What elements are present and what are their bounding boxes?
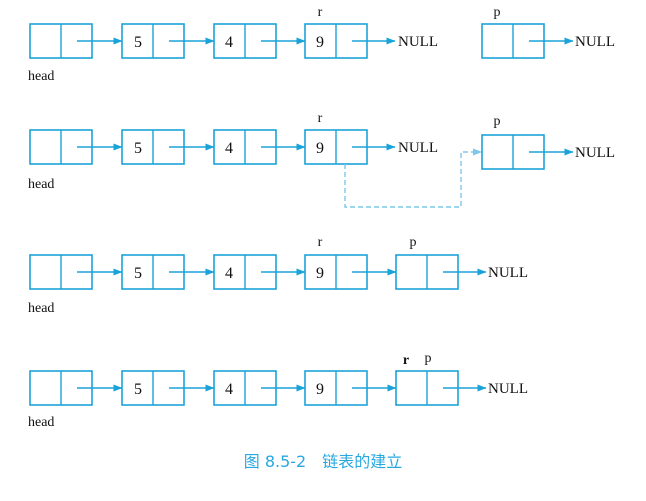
node-value: 9 [316,140,324,157]
node-value: 9 [316,265,324,282]
node-9: 9 [304,370,368,406]
node-value: 4 [225,34,233,51]
head-label: head [28,301,54,316]
node-4: 4 [213,370,277,406]
pointer-label-p: p [410,235,417,250]
null-label: NULL [575,34,615,50]
null-label: NULL [398,34,438,50]
pointer-label-r: r [403,353,409,368]
null-label: NULL [488,265,528,281]
dashed-arrowhead [473,148,482,156]
node-value: 5 [134,34,142,51]
null-label: NULL [575,145,615,161]
figure-caption: 图 8.5-2 链表的建立 [244,452,403,471]
node-5: 5 [121,129,185,165]
pointer-label-p: p [494,114,501,129]
head-label: head [28,69,54,84]
node-value: 5 [134,140,142,157]
pointer-label-p: p [425,351,432,366]
node-value: 9 [316,381,324,398]
node-value: 4 [225,140,233,157]
row-3: head 5 4 9 r p NULL [28,235,528,316]
pointer-label-p: p [494,5,501,20]
row-2: head 5 4 9 r NULL p NULL [28,111,615,208]
node-value: 4 [225,265,233,282]
head-label: head [28,177,54,192]
node-value: 9 [316,34,324,51]
pointer-label-r: r [318,5,323,20]
null-label: NULL [398,140,438,156]
node-value: 5 [134,381,142,398]
node-head [29,129,93,165]
pointer-label-r: r [318,235,323,250]
head-label: head [28,415,54,430]
null-label: NULL [488,381,528,397]
dashed-link [344,151,478,208]
row-1: head 5 4 9 r NULL p NULL [28,5,615,84]
node-value: 5 [134,265,142,282]
row-4: head 5 4 9 r p NULL [28,351,528,430]
node-value: 4 [225,381,233,398]
pointer-label-r: r [318,111,323,126]
